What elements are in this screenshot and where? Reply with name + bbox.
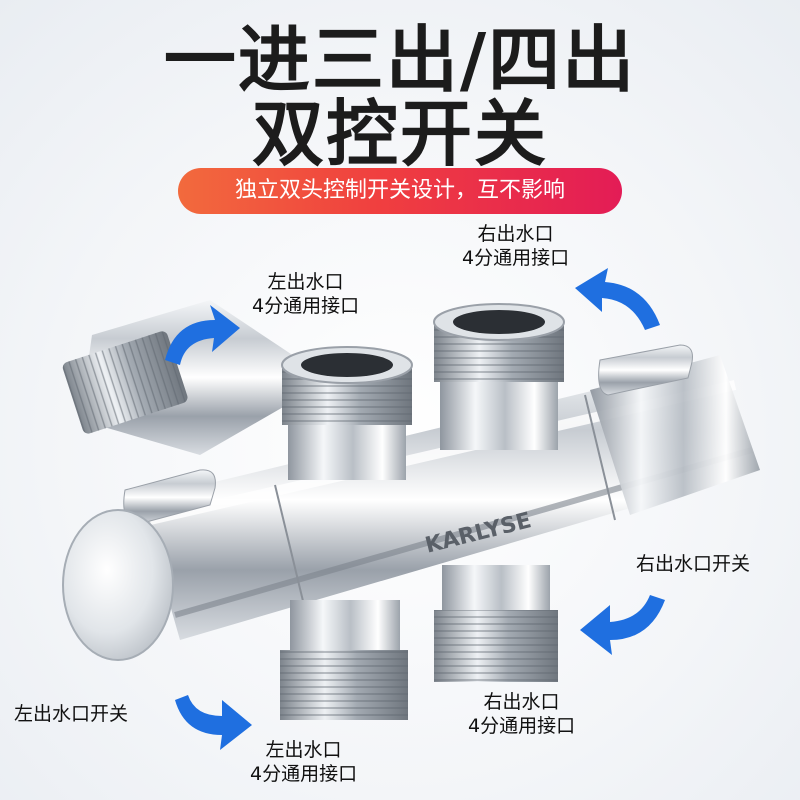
arrow-left-switch-icon <box>175 695 252 750</box>
label-right-outlet-top-line1: 右出水口 <box>477 223 554 245</box>
label-right-outlet-bottom-line2: 4分通用接口 <box>468 715 576 737</box>
arrow-left-top-icon <box>165 305 240 365</box>
top-left-outlet <box>281 346 413 480</box>
bottom-left-outlet <box>280 600 408 720</box>
arrow-right-switch-icon <box>580 595 665 655</box>
label-left-outlet-bottom: 左出水口 4分通用接口 <box>250 738 357 786</box>
label-left-outlet-top-line1: 左出水口 <box>267 271 344 293</box>
label-right-outlet-bottom-line1: 右出水口 <box>483 691 560 713</box>
bottom-right-outlet <box>434 565 558 682</box>
label-left-outlet-bottom-line1: 左出水口 <box>265 739 342 761</box>
end-cap <box>62 509 174 661</box>
label-right-outlet-bottom: 右出水口 4分通用接口 <box>468 690 575 738</box>
inlet-pipe <box>62 300 330 455</box>
right-switch-lever <box>598 344 693 396</box>
feature-banner: 独立双头控制开关设计，互不影响 <box>178 168 622 214</box>
arrow-right-top-icon <box>575 268 660 330</box>
label-left-outlet-top: 左出水口 4分通用接口 <box>252 270 359 318</box>
label-left-outlet-top-line2: 4分通用接口 <box>252 295 360 317</box>
label-left-outlet-bottom-line2: 4分通用接口 <box>250 763 358 785</box>
label-right-outlet-switch: 右出水口开关 <box>636 553 751 575</box>
top-right-outlet <box>433 303 565 450</box>
headline-line-1: 一进三出/四出 <box>163 18 637 102</box>
label-left-outlet-switch: 左出水口开关 <box>14 703 129 725</box>
label-right-outlet-top-line2: 4分通用接口 <box>462 247 570 269</box>
label-right-outlet-top: 右出水口 4分通用接口 <box>462 222 569 270</box>
left-switch-lever <box>123 469 216 526</box>
arrows <box>165 268 665 750</box>
headline-line-2: 双控开关 <box>251 92 548 176</box>
